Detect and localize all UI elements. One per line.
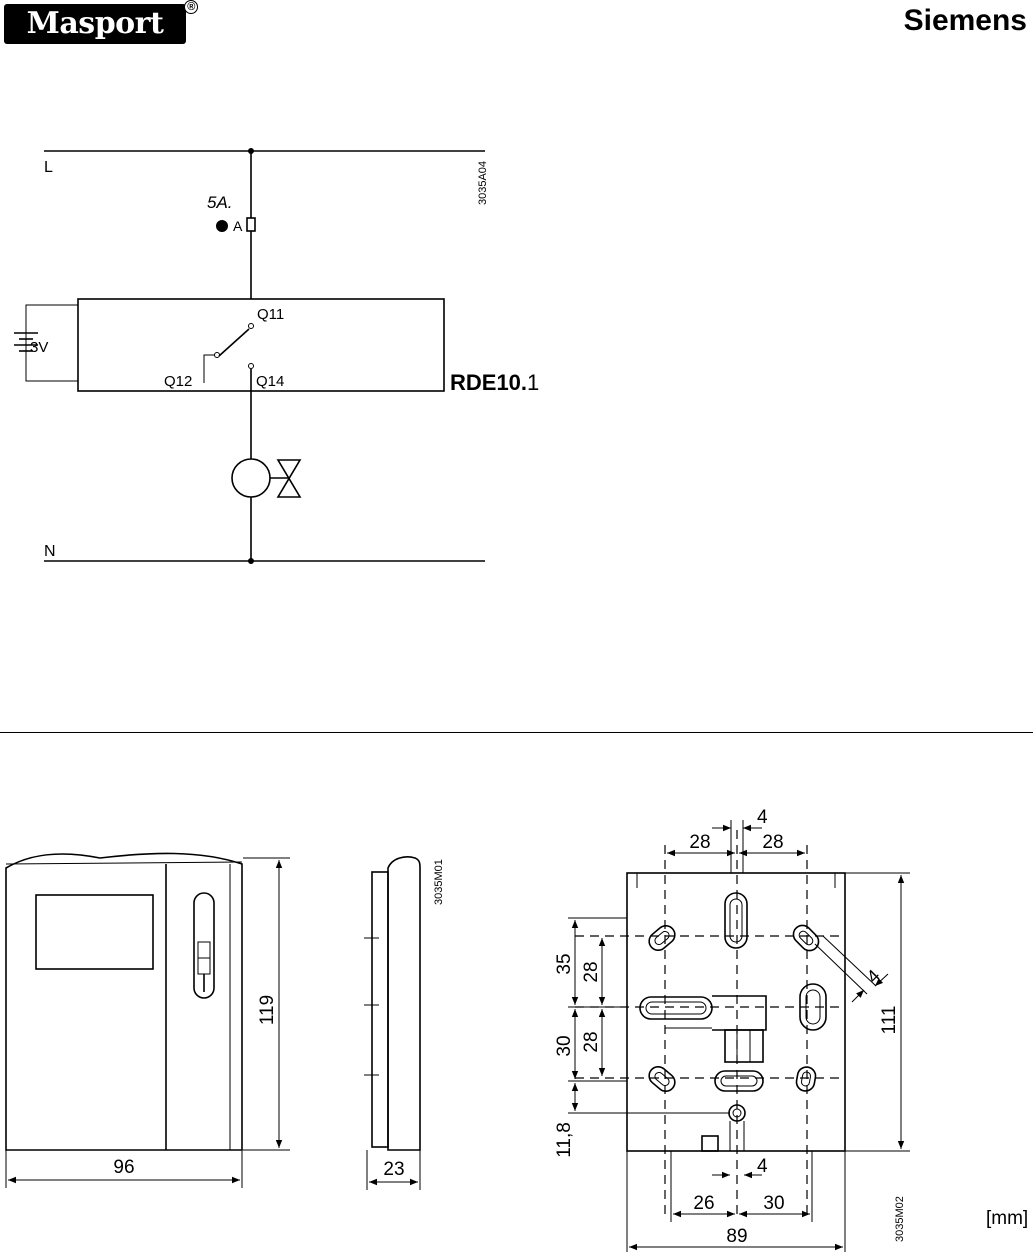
front-depth-value: 23: [383, 1159, 404, 1180]
junction-dot-bottom: [248, 558, 254, 564]
front-top-edge: [6, 862, 242, 864]
base-left-inner-upper: 28: [581, 961, 602, 982]
base-total-height: 111: [879, 1006, 900, 1035]
slot-bottom-horizontal: [715, 1071, 763, 1091]
base-left-outer-upper: 35: [554, 953, 575, 974]
mount-hole-top-right: [790, 922, 823, 955]
fuse-symbol: [247, 218, 255, 231]
slot-width-ext-1: [815, 944, 867, 994]
base-top-left: 28: [689, 832, 710, 853]
side-housing-front: [388, 857, 420, 1150]
front-height-value: 119: [257, 995, 278, 1025]
switch-blade: [219, 329, 249, 356]
line-label: L: [44, 159, 53, 176]
base-bottom-right: 30: [763, 1193, 784, 1214]
unit-label: [mm]: [986, 1208, 1028, 1229]
switch-pivot: [215, 353, 220, 358]
slot-top-vertical: [725, 893, 747, 948]
mount-hole-bottom-left: [645, 1063, 678, 1095]
side-base-plate: [372, 872, 388, 1147]
base-plate-drawing: 4 28 28 35 30 28 28 11,8 4 111 4: [554, 807, 1028, 1252]
base-total-width: 89: [726, 1226, 747, 1247]
base-bottom-left: 26: [693, 1193, 714, 1214]
front-view-drawing: 119 96: [6, 853, 290, 1188]
base-drawing-code: 3035M02: [894, 1196, 906, 1242]
base-top-gap: 4: [757, 807, 768, 828]
fuse-suffix: A: [233, 218, 243, 234]
side-view-drawing: 3035M01 23: [364, 857, 445, 1190]
contact-q14: [249, 364, 254, 369]
terminal-q11: Q11: [257, 306, 284, 323]
battery-label: 3V: [30, 339, 48, 356]
terminal-q12: Q12: [164, 373, 192, 390]
front-slider-knob-lower: [198, 958, 210, 974]
model-bold: RDE10.: [450, 370, 527, 395]
slot-width-arrow-1: [852, 990, 864, 1002]
front-housing-outline: [6, 853, 242, 1150]
terminal-q14: Q14: [256, 373, 284, 390]
neutral-label: N: [44, 543, 56, 560]
base-top-right: 28: [762, 832, 783, 853]
bottom-tab: [702, 1136, 718, 1151]
front-slider-knob-upper: [198, 942, 210, 958]
wiring-diagram: L 3035A04 5A. A Q11 Q12 Q14 RDE10.1 3V: [14, 148, 539, 564]
front-drawing-code: 3035M01: [433, 859, 445, 905]
base-left-inner-lower: 28: [581, 1031, 602, 1052]
model-label: RDE10.1: [450, 370, 539, 395]
model-suffix: 1: [527, 370, 539, 395]
contact-q11: [249, 324, 254, 329]
wiring-drawing-code: 3035A04: [477, 161, 489, 205]
valve-actuator-circle: [232, 459, 270, 497]
fuse-scribble-mark: [216, 220, 228, 232]
front-display-window: [36, 895, 153, 969]
base-left-outer-lower: 30: [554, 1035, 575, 1056]
cable-slot-left: [640, 997, 712, 1019]
base-slot-width: 4: [863, 966, 884, 987]
base-bottom-gap: 4: [757, 1156, 768, 1177]
cable-slot-left-inner: [646, 1002, 706, 1014]
mount-hole-top-left: [645, 922, 678, 954]
wire-q12: [204, 355, 215, 383]
base-left-bottom: 11,8: [554, 1122, 575, 1158]
mount-hole-bottom-right: [795, 1066, 817, 1093]
terminal-connector: [725, 1030, 763, 1062]
terminal-block: [712, 996, 766, 1030]
fuse-handwritten-rating: 5A.: [207, 193, 233, 212]
front-width-value: 96: [113, 1157, 134, 1178]
